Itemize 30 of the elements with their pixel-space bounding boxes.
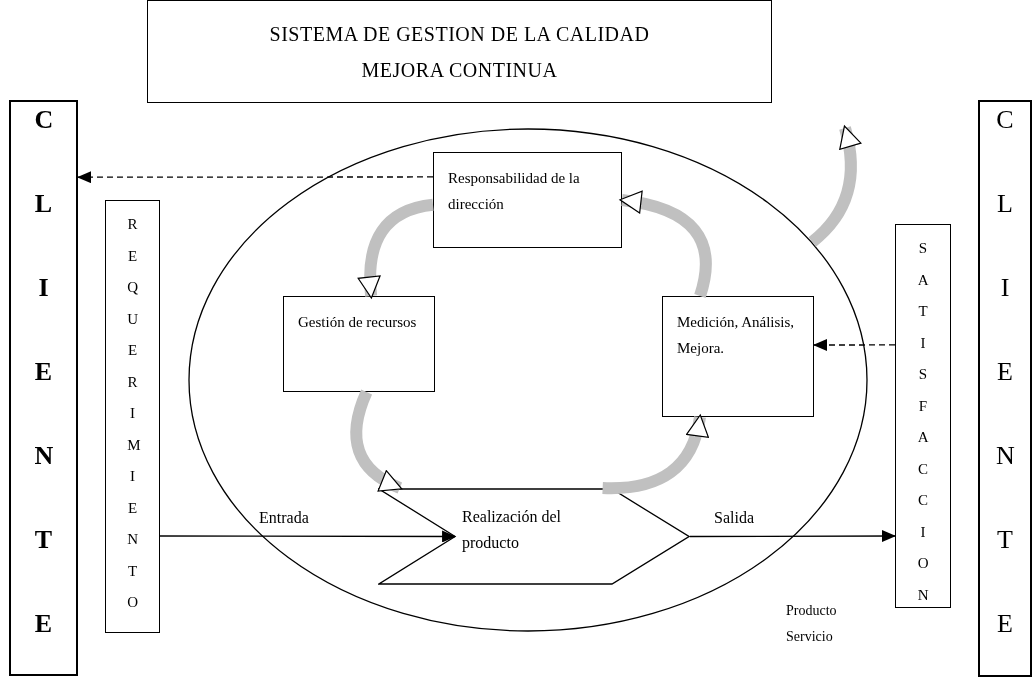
process-box — [283, 296, 435, 392]
vertical-box — [978, 100, 1032, 677]
curved-block-arrow — [808, 125, 861, 247]
process-box — [662, 296, 814, 417]
vertical-label: CLIENTE — [995, 104, 1015, 640]
vertical-box — [105, 200, 160, 633]
box-label: Gestión de recursos — [298, 313, 418, 332]
title-text: MEJORA CONTINUA — [361, 57, 558, 82]
vertical-box — [9, 100, 78, 676]
output-note: Producto Servicio — [786, 602, 838, 646]
dashed-arrow — [77, 171, 434, 184]
curved-block-arrow — [358, 198, 434, 299]
title-box — [147, 0, 772, 103]
curved-block-arrow — [350, 389, 403, 494]
process-box — [433, 152, 622, 248]
edge-label: Entrada — [258, 508, 310, 528]
process-label: Realización del producto — [462, 507, 563, 554]
arrow — [689, 530, 896, 543]
box-label: Medición, Análisis, Mejora. — [677, 313, 796, 358]
box-label: Responsabilidad de la dirección — [448, 169, 581, 214]
vertical-box — [895, 224, 951, 608]
vertical-label: SATISFACCION — [917, 239, 929, 605]
title-text: SISTEMA DE GESTION DE LA CALIDAD — [269, 21, 650, 46]
edge-label: Salida — [713, 508, 755, 528]
dashed-arrow — [813, 339, 896, 351]
curved-block-arrow — [602, 414, 708, 495]
vertical-label: REQUERIMIENTO — [127, 215, 138, 612]
arrow — [159, 530, 457, 543]
curved-block-arrow — [619, 191, 712, 298]
vertical-label: CLIENTE — [34, 104, 53, 640]
